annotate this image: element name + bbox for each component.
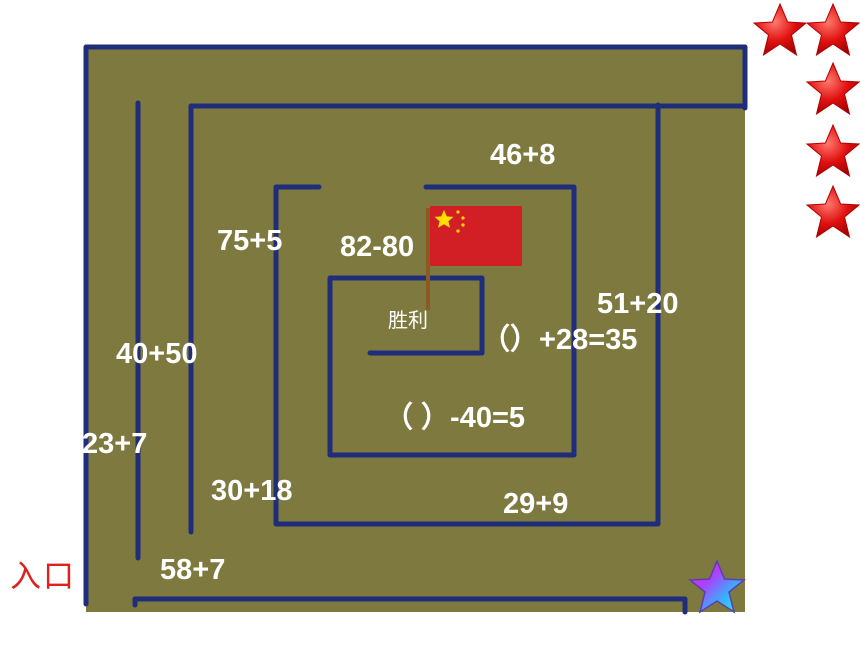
entrance-label: 入口 — [10, 559, 76, 595]
maze-walls — [83, 44, 748, 615]
wall-ring-2-right — [273, 102, 661, 527]
expression-82-80: 82-80 — [340, 231, 415, 263]
expression-40-50: 40+50 — [116, 338, 198, 370]
wall-ring-2 — [188, 103, 748, 535]
expression-46-8: 46+8 — [490, 139, 556, 171]
rainbow-star-icon[interactable] — [687, 559, 747, 614]
wall-ring-3 — [327, 184, 577, 458]
reward-stars — [752, 2, 860, 239]
expression-58-7: 58+7 — [160, 554, 226, 586]
expression-blank-28-35: （）+28=35 — [481, 324, 638, 356]
red-star-icon — [805, 184, 860, 239]
wall-outer-bottom — [132, 596, 688, 615]
red-star-icon — [805, 61, 860, 116]
expression-75-5: 75+5 — [217, 225, 283, 257]
expression-blank-40-5: （ ）-40=5 — [384, 402, 526, 434]
expression-30-18: 30+18 — [211, 475, 293, 507]
expression-23-7: 23+7 — [82, 428, 148, 460]
red-star-icon — [805, 2, 860, 57]
goal-label: 胜利 — [388, 308, 428, 332]
expression-51-20: 51+20 — [597, 288, 679, 320]
maze-floor — [86, 46, 745, 612]
red-star-icon — [752, 2, 808, 57]
chinese-flag-icon — [426, 206, 522, 310]
red-star-icon — [805, 123, 860, 178]
expression-29-9: 29+9 — [503, 488, 569, 520]
wall-outer-top-left — [83, 44, 748, 607]
